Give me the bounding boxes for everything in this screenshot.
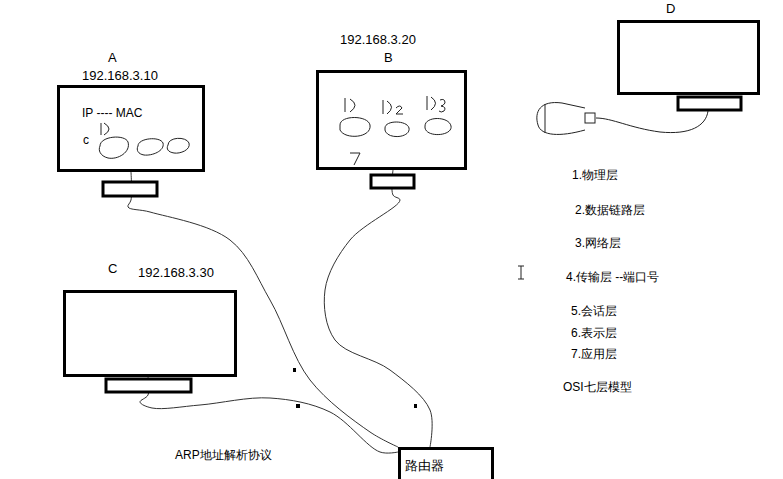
network-cable — [324, 170, 432, 447]
ip-address: 192.168.3.20 — [340, 32, 416, 47]
text-cursor — [518, 266, 524, 279]
handwritten-blob — [167, 138, 189, 153]
network-cable — [128, 172, 398, 447]
monitor-stand — [371, 175, 414, 188]
host-label: A — [108, 50, 117, 65]
monitor-screen: D — [617, 20, 760, 95]
protocol-note: ARP地址解析协议 — [175, 447, 272, 463]
dot — [414, 404, 417, 408]
osi-layer: 6.表示层 — [571, 325, 617, 341]
osi-layer: 7.应用层 — [571, 346, 617, 362]
ip-address: 192.168.3.30 — [138, 265, 214, 280]
plug-outline — [545, 104, 546, 133]
model-title: OSI七层模型 — [563, 379, 632, 395]
note-text: IP ---- MAC — [82, 106, 142, 121]
handwritten-scribble — [345, 98, 355, 112]
osi-layer: 3.网络层 — [575, 235, 621, 251]
router-box: 路由器 — [398, 447, 494, 479]
handwritten-blob — [137, 139, 163, 155]
router-label: 路由器 — [405, 458, 444, 473]
handwritten-scribble — [383, 100, 403, 114]
plug-tip — [585, 113, 595, 123]
monitor-stand — [103, 182, 157, 196]
host-label: C — [108, 261, 117, 276]
note-text: c — [83, 133, 89, 148]
osi-layer: 1.物理层 — [572, 167, 618, 183]
ip-address: 192.168.3.10 — [82, 68, 158, 83]
handwritten-blob — [385, 122, 409, 137]
handwritten-blob — [99, 137, 128, 158]
osi-layer: 4.传输层 --端口号 — [566, 269, 659, 285]
dot — [296, 404, 300, 408]
plug-outline — [537, 103, 585, 135]
handwritten-blob — [340, 118, 370, 137]
cable — [596, 111, 708, 133]
dot — [293, 368, 296, 372]
handwritten-scribble — [101, 123, 109, 135]
host-label: D — [666, 1, 675, 16]
osi-layer: 5.会话层 — [571, 303, 617, 319]
monitor-screen: 192.168.3.20B — [316, 70, 467, 170]
monitor-screen: A192.168.3.10IP ---- MACc — [57, 85, 205, 172]
monitor-stand — [106, 379, 191, 392]
osi-layer: 2.数据链路层 — [575, 202, 645, 218]
handwritten-scribble — [350, 153, 360, 165]
monitor-screen: C192.168.3.30 — [63, 290, 237, 377]
handwritten-scribble — [427, 96, 445, 112]
host-label: B — [384, 50, 393, 65]
handwritten-blob — [425, 119, 451, 135]
monitor-stand — [678, 97, 741, 110]
